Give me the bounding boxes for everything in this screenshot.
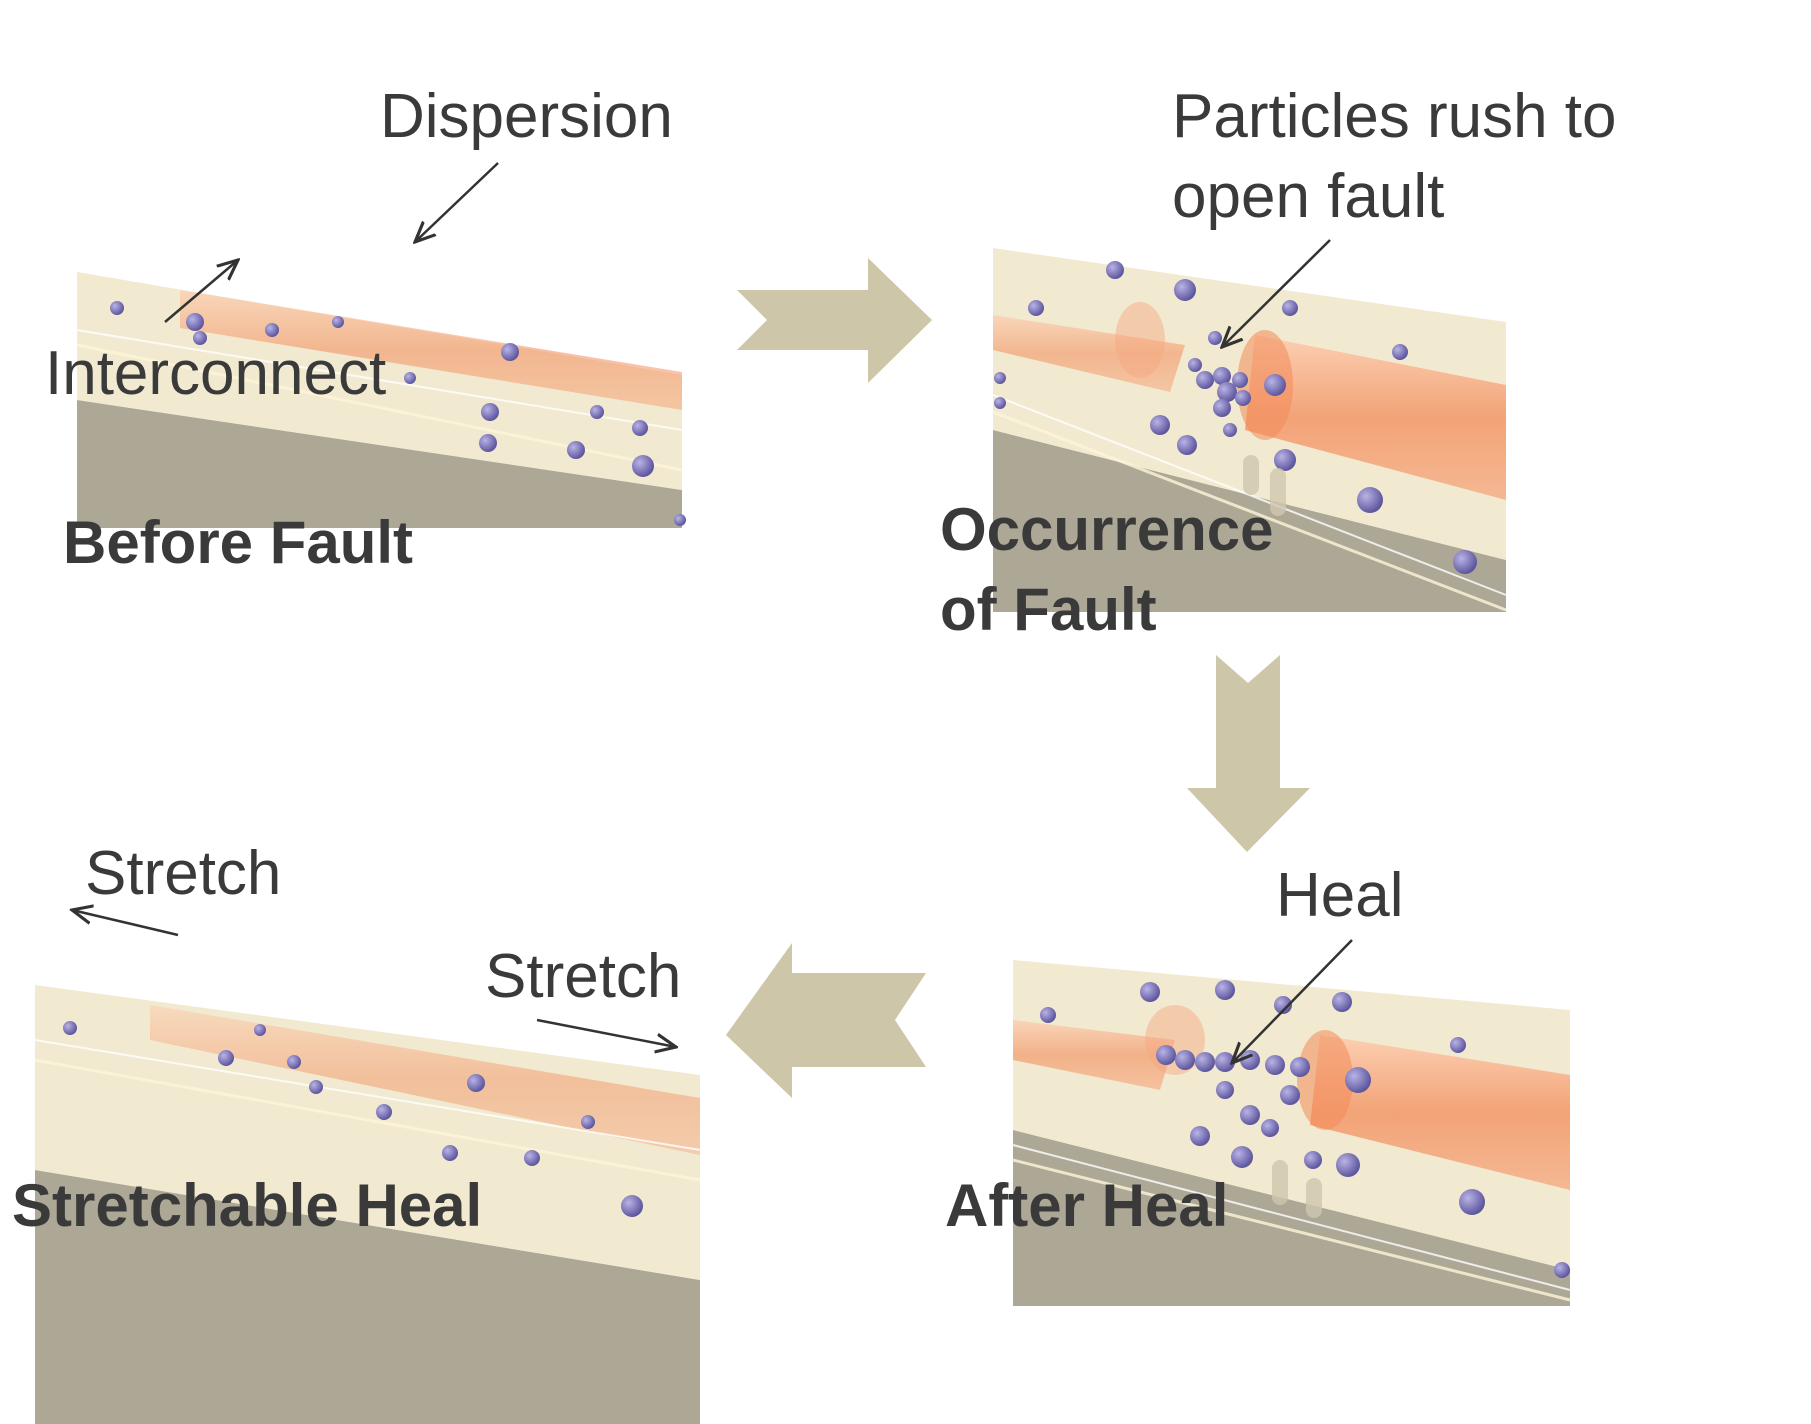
annotation-arrows xyxy=(72,162,1353,1063)
particle-columns xyxy=(1272,1160,1322,1218)
flow-arrow-right xyxy=(737,258,932,383)
flow-arrows xyxy=(726,258,1310,1098)
wire-left-segment xyxy=(1013,1020,1175,1090)
title-before-fault: Before Fault xyxy=(63,509,414,576)
label-interconnect: Interconnect xyxy=(45,339,387,408)
particles xyxy=(1040,980,1570,1278)
panel-after-heal xyxy=(1012,960,1571,1306)
label-particles-rush-line2: open fault xyxy=(1172,162,1445,231)
label-stretch-right: Stretch xyxy=(485,942,682,1011)
title-stretchable-heal: Stretchable Heal xyxy=(12,1172,483,1239)
panel-before-fault xyxy=(76,272,686,528)
flow-arrow-left xyxy=(726,943,926,1098)
wire-right-segment xyxy=(1245,335,1506,500)
substrate xyxy=(993,430,1506,612)
heal-pointer xyxy=(1232,939,1353,1063)
channel xyxy=(35,985,700,1280)
particles-rush-pointer xyxy=(1222,239,1331,347)
interconnect-pointer xyxy=(164,260,238,323)
stretch-left-pointer xyxy=(72,910,179,937)
interconnect-wire xyxy=(150,1005,700,1155)
title-occurrence-line1: Occurrence xyxy=(940,496,1274,563)
label-stretch-left: Stretch xyxy=(85,839,282,908)
stretch-right-pointer xyxy=(536,1018,676,1047)
interconnect-wire xyxy=(180,290,682,410)
dispersion-pointer xyxy=(415,162,499,242)
particles xyxy=(994,261,1477,574)
substrate xyxy=(35,1170,700,1424)
flow-arrow-down xyxy=(1187,655,1310,852)
particles xyxy=(63,1021,643,1217)
particle-columns xyxy=(1243,455,1286,516)
label-particles-rush-line1: Particles rush to xyxy=(1172,82,1617,151)
wire-left-segment xyxy=(993,315,1185,392)
panel-stretchable-heal xyxy=(34,985,701,1424)
wire-right-segment xyxy=(1310,1035,1570,1190)
title-occurrence-line2: of Fault xyxy=(940,576,1157,643)
panel-occurrence-of-fault xyxy=(992,248,1507,612)
title-after-heal: After Heal xyxy=(945,1172,1229,1239)
label-heal: Heal xyxy=(1276,861,1404,930)
substrate xyxy=(77,400,682,528)
label-dispersion: Dispersion xyxy=(380,82,673,151)
particles xyxy=(110,301,686,526)
